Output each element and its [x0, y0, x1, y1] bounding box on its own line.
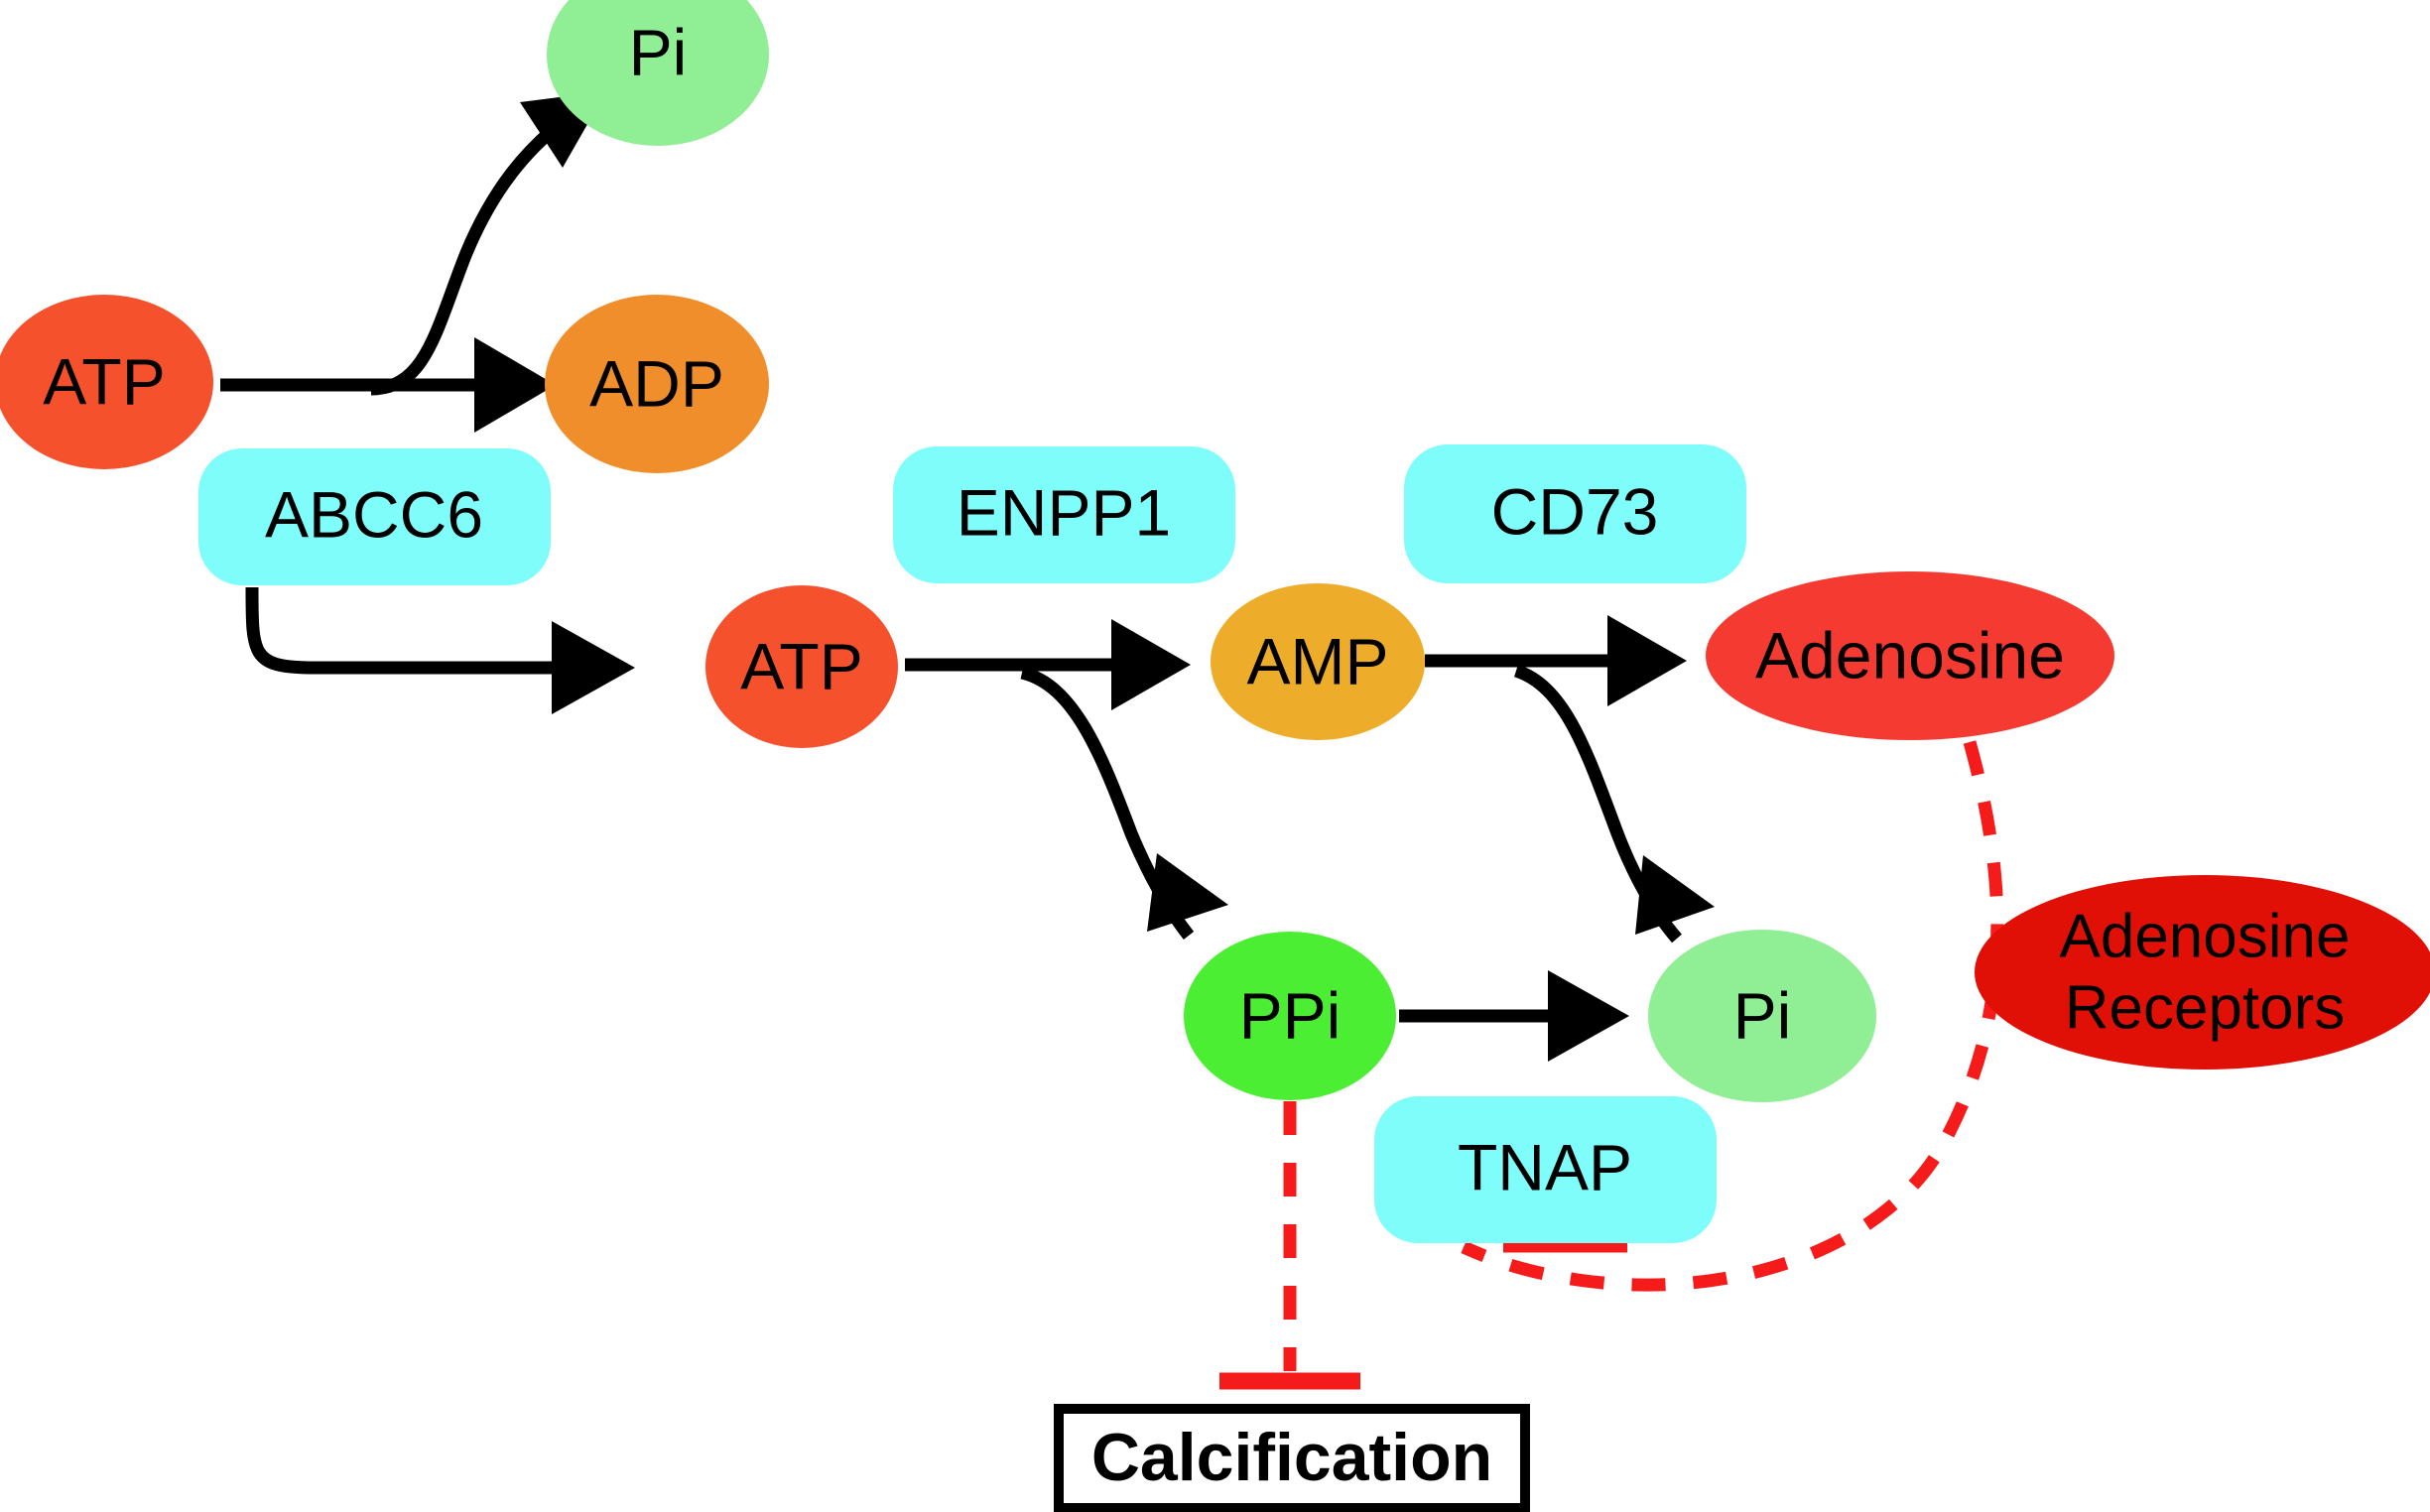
arrow-atp-to-ppi: [1020, 666, 1228, 941]
receptor-node-adenosine-receptors[interactable]: Adenosine Receptors: [1975, 875, 2430, 1070]
inhibition-adenosine-to-tnap: [1461, 740, 2004, 1292]
metabolite-node-atp-plasma[interactable]: ATP: [705, 585, 898, 748]
metabolite-label-ppi: PPi: [1239, 978, 1342, 1052]
arrow-abcc6-to-atp: [245, 586, 635, 714]
receptor-label-line2: Receptors: [2065, 973, 2346, 1042]
inhibition-ppi-to-calcification: [1219, 1101, 1360, 1390]
enzyme-label-abcc6: ABCC6: [265, 477, 483, 551]
metabolite-label-pi-top: Pi: [629, 15, 688, 88]
metabolite-label-pi-bottom: Pi: [1733, 978, 1792, 1052]
metabolite-node-atp-extracellular[interactable]: ATP: [0, 295, 213, 469]
enzyme-label-tnap: TNAP: [1458, 1130, 1632, 1203]
arrow-atp-to-amp: [905, 619, 1191, 710]
enzyme-label-enpp1: ENPP1: [957, 475, 1171, 549]
metabolite-label-adp: ADP: [589, 346, 724, 420]
enzyme-label-cd73: CD73: [1491, 474, 1659, 548]
arrow-ppi-to-pi: [1399, 970, 1629, 1062]
metabolite-node-amp[interactable]: AMP: [1211, 583, 1425, 740]
metabolite-label-atp-extracellular: ATP: [43, 344, 165, 418]
enzyme-node-abcc6[interactable]: ABCC6: [198, 448, 551, 585]
enzyme-node-cd73[interactable]: CD73: [1404, 444, 1746, 583]
metabolite-node-pi-top[interactable]: Pi: [547, 0, 769, 146]
metabolite-node-ppi[interactable]: PPi: [1184, 932, 1396, 1100]
metabolite-label-amp: AMP: [1246, 624, 1388, 697]
enzyme-node-enpp1[interactable]: ENPP1: [893, 446, 1235, 583]
metabolite-label-adenosine: Adenosine: [1755, 618, 2065, 692]
outcome-node-calcification[interactable]: Calcification: [1054, 1404, 1530, 1512]
enzyme-node-tnap[interactable]: TNAP: [1374, 1096, 1717, 1243]
receptor-label-line1: Adenosine: [2059, 902, 2350, 970]
metabolite-node-adenosine[interactable]: Adenosine: [1706, 571, 2114, 740]
arrow-atp-to-adp: [220, 337, 556, 433]
outcome-label-calcification: Calcification: [1091, 1420, 1492, 1495]
metabolite-label-atp-plasma: ATP: [740, 629, 862, 702]
arrow-amp-to-adenosine: [1425, 615, 1687, 706]
arrow-amp-to-pi: [1513, 664, 1715, 944]
metabolite-node-adp[interactable]: ADP: [545, 295, 769, 473]
metabolite-node-pi-bottom[interactable]: Pi: [1648, 930, 1876, 1102]
